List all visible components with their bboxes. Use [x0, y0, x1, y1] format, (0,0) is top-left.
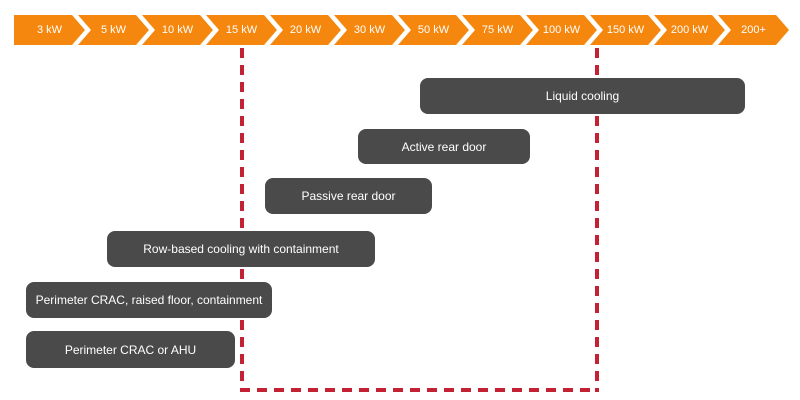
timeline-segment-200kw: 200 kW [654, 15, 725, 45]
timeline-segment-label: 10 kW [161, 24, 194, 36]
timeline-segment-label: 15 kW [225, 24, 258, 36]
timeline-segment-3kw: 3 kW [14, 15, 85, 45]
recommended-range-outline [240, 48, 599, 392]
dashed-line-bottom [240, 388, 599, 392]
timeline-segment-150kw: 150 kW [590, 15, 661, 45]
timeline-segment-label: 30 kW [353, 24, 386, 36]
timeline-segment-100kw: 100 kW [526, 15, 597, 45]
timeline-segment-5kw: 5 kW [78, 15, 149, 45]
timeline-segment-label: 3 kW [36, 24, 63, 36]
timeline-segment-label: 200+ [741, 24, 766, 36]
timeline-segment-label: 20 kW [289, 24, 322, 36]
bar-label: Perimeter CRAC, raised floor, containmen… [35, 293, 263, 307]
timeline-segment-label: 50 kW [417, 24, 450, 36]
bar-liquid-cooling: Liquid cooling [420, 78, 745, 114]
bar-perimeter-crac-raised-floor: Perimeter CRAC, raised floor, containmen… [26, 282, 272, 318]
timeline-segment-label: 150 kW [606, 24, 645, 36]
bar-label: Row-based cooling with containment [143, 242, 339, 256]
dashed-line-left [240, 48, 244, 392]
timeline-segment-label: 200 kW [670, 24, 709, 36]
timeline-segment-10kw: 10 kW [142, 15, 213, 45]
timeline-segment-label: 100 kW [542, 24, 581, 36]
dashed-line-right [595, 48, 599, 392]
timeline-segment-75kw: 75 kW [462, 15, 533, 45]
bar-active-rear-door: Active rear door [358, 129, 530, 164]
bar-label: Passive rear door [301, 189, 396, 203]
timeline-segment-200plus: 200+ [718, 15, 789, 45]
timeline-segment-label: 5 kW [100, 24, 127, 36]
bar-perimeter-crac-or-ahu: Perimeter CRAC or AHU [26, 331, 235, 368]
timeline-segment-15kw: 15 kW [206, 15, 277, 45]
timeline-segment-50kw: 50 kW [398, 15, 469, 45]
timeline-segment-label: 75 kW [481, 24, 514, 36]
timeline-segment-30kw: 30 kW [334, 15, 405, 45]
kw-timeline: 3 kW 5 kW 10 kW 15 kW 20 kW 30 kW 50 kW … [14, 15, 789, 45]
timeline-segment-20kw: 20 kW [270, 15, 341, 45]
bar-label: Active rear door [401, 139, 487, 154]
bar-label: Liquid cooling [545, 89, 620, 103]
bar-passive-rear-door: Passive rear door [265, 178, 432, 214]
bar-label: Perimeter CRAC or AHU [64, 342, 197, 357]
bar-row-based-cooling: Row-based cooling with containment [107, 231, 375, 267]
